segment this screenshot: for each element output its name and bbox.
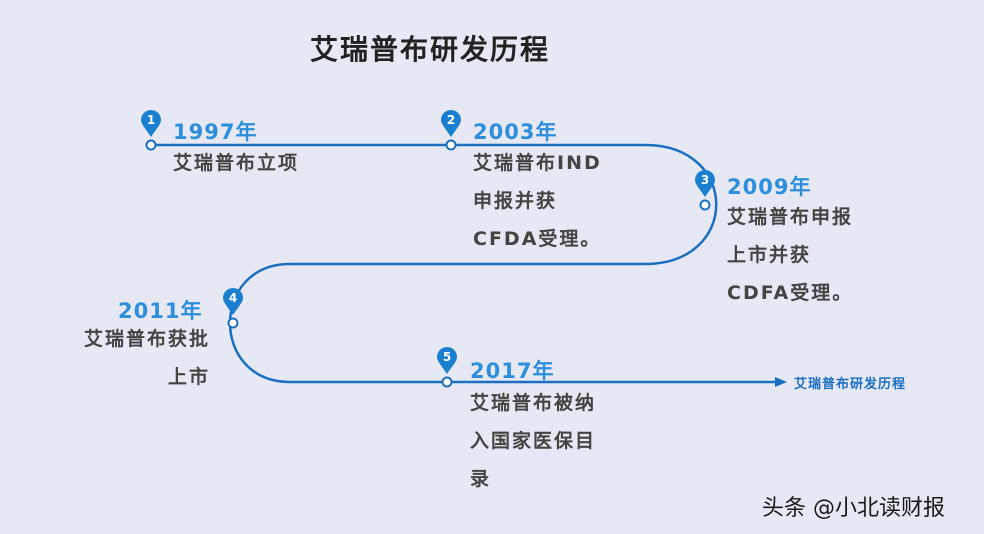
timeline-node-1 (145, 139, 157, 151)
milestone-description: 艾瑞普布IND 申报并获 CFDA受理。 (473, 144, 602, 258)
timeline-node-4 (227, 317, 239, 329)
description-line: 艾瑞普布立项 (173, 152, 300, 174)
description-line: CDFA受理。 (727, 282, 854, 304)
watermark: 头条 @小北读财报 (762, 496, 945, 521)
description-line: 艾瑞普布获批 (83, 328, 210, 350)
timeline-node-2 (445, 139, 457, 151)
timeline-node-5 (441, 376, 453, 388)
pin-number: 1 (146, 113, 156, 127)
description-line: 申报并获 (473, 190, 558, 212)
description-line: 艾瑞普布被纳 (470, 392, 597, 414)
description-line: 艾瑞普布IND (473, 152, 602, 174)
milestone-description: 艾瑞普布立项 (173, 144, 299, 182)
pin-marker-icon: 5 (437, 347, 457, 375)
pin-marker-icon: 3 (695, 170, 715, 198)
milestone-description: 艾瑞普布被纳 入国家医保目 录 (470, 384, 596, 498)
description-line: 入国家医保目 (470, 430, 597, 452)
timeline-node-3 (699, 199, 711, 211)
milestone-year: 2017年 (470, 359, 555, 383)
pin-number: 4 (228, 291, 238, 305)
pin-number: 3 (700, 173, 710, 187)
milestone-year: 2009年 (727, 175, 812, 199)
milestone-year: 1997年 (173, 120, 258, 144)
pin-number: 5 (442, 350, 452, 364)
description-line: 上市并获 (727, 244, 812, 266)
page-title: 艾瑞普布研发历程 (310, 33, 551, 66)
description-line: CFDA受理。 (473, 228, 602, 250)
arrow-label: 艾瑞普布研发历程 (794, 377, 907, 392)
pin-number: 2 (446, 113, 456, 127)
milestone-description: 艾瑞普布获批 上市 (84, 320, 210, 396)
description-line: 录 (470, 468, 492, 490)
milestone-year: 2011年 (118, 299, 203, 323)
pin-marker-icon: 2 (441, 110, 461, 138)
pin-marker-icon: 4 (223, 288, 243, 316)
description-line: 上市 (167, 366, 210, 388)
arrow-head-icon (775, 377, 787, 387)
milestone-year: 2003年 (473, 120, 558, 144)
milestone-description: 艾瑞普布申报 上市并获 CDFA受理。 (727, 198, 853, 312)
description-line: 艾瑞普布申报 (727, 206, 854, 228)
pin-marker-icon: 1 (141, 110, 161, 138)
